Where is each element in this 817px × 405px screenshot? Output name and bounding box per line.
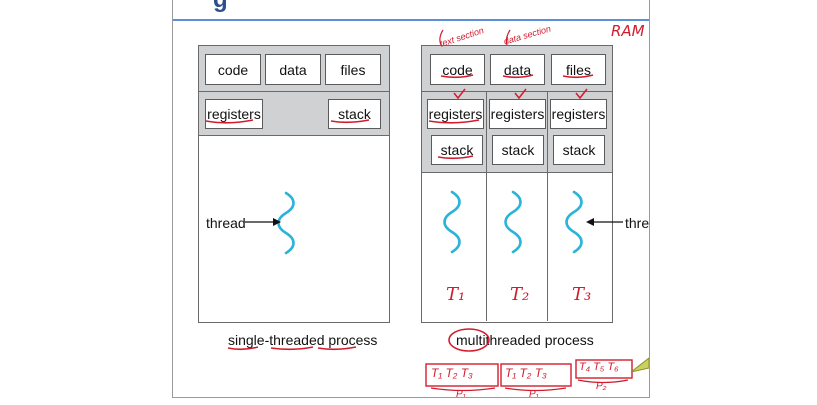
single-code-box: code: [205, 54, 261, 85]
thread-divider-2: [547, 92, 548, 321]
underline-multi-files: [562, 74, 594, 79]
thread-divider-1: [486, 92, 487, 321]
process-label-2: P₁: [529, 389, 539, 398]
underline-caption-process: [317, 346, 357, 351]
single-stack-box: stack: [328, 99, 381, 129]
multithreaded-process: code data files registers registers regi…: [421, 45, 613, 323]
single-threaded-process: code data files registers stack: [198, 45, 390, 323]
brace-p1: [430, 387, 496, 392]
multi-code-box: code: [430, 54, 485, 85]
underline-caption-threaded: [270, 346, 314, 351]
underline-single-stack: [330, 119, 370, 124]
single-thread-label: thread: [206, 215, 246, 231]
ram-annotation: RAM: [611, 22, 645, 40]
single-caption: single-threaded process: [228, 332, 378, 348]
text-section-pointer: [439, 29, 444, 46]
brace-p2: [577, 379, 629, 384]
underline-caption-single: [227, 346, 259, 351]
underline-single-registers: [205, 119, 254, 124]
thread-label-t1: T₁: [446, 284, 466, 305]
single-registers-box: registers: [205, 99, 263, 129]
single-data-box: data: [265, 54, 321, 85]
multi-thread-arrowhead: [586, 218, 594, 226]
check-mark-1: [453, 88, 466, 100]
multi-stack-box-2: stack: [492, 135, 544, 165]
slide: g RAM code data files registers stack th…: [172, 0, 650, 398]
underline-multi-data: [502, 74, 534, 79]
multi-stack-box-3: stack: [553, 135, 605, 165]
task-group-3: [575, 359, 633, 379]
check-mark-2: [514, 88, 527, 100]
multi-thread-wave-1: [443, 190, 461, 254]
underline-multi-registers: [428, 119, 480, 124]
task-group-2: [500, 363, 572, 387]
multi-registers-box-2: registers: [489, 99, 546, 129]
diagram-overlay: [205, 29, 649, 392]
task-text-3: T₄ T₅ T₆: [579, 361, 619, 373]
data-section-pointer: [505, 29, 511, 46]
pen-icon: [630, 357, 649, 373]
process-label-1: P₁: [456, 389, 466, 398]
multi-caption: multithreaded process: [456, 332, 594, 348]
multi-stack-box-1: stack: [431, 135, 483, 165]
multi-thread-wave-2: [504, 190, 522, 254]
slide-title-fragment: g: [213, 0, 228, 14]
multi-thread-pointer-label: threa: [625, 215, 650, 231]
task-text-1: T₁ T₂ T₃: [431, 366, 473, 380]
multi-registers-box-1: registers: [427, 99, 484, 129]
single-files-box: files: [325, 54, 381, 85]
multi-data-box: data: [490, 54, 545, 85]
brace-p1b: [504, 387, 567, 392]
multi-files-box: files: [551, 54, 606, 85]
check-mark-3: [575, 88, 588, 100]
task-group-1: [425, 363, 499, 387]
single-thread-arrowhead: [273, 218, 281, 226]
multi-registers-box-3: registers: [550, 99, 607, 129]
underline-multi-code: [440, 74, 474, 79]
single-thread-wave: [277, 191, 295, 255]
title-rule: [173, 19, 649, 21]
circle-multi: [448, 328, 490, 352]
multi-thread-wave-3: [565, 190, 583, 254]
thread-label-t2: T₂: [510, 284, 530, 305]
process-label-3: P₂: [596, 381, 607, 392]
underline-multi-stack: [437, 155, 474, 160]
task-text-2: T₁ T₂ T₃: [505, 366, 547, 380]
thread-label-t3: T₃: [572, 284, 592, 305]
